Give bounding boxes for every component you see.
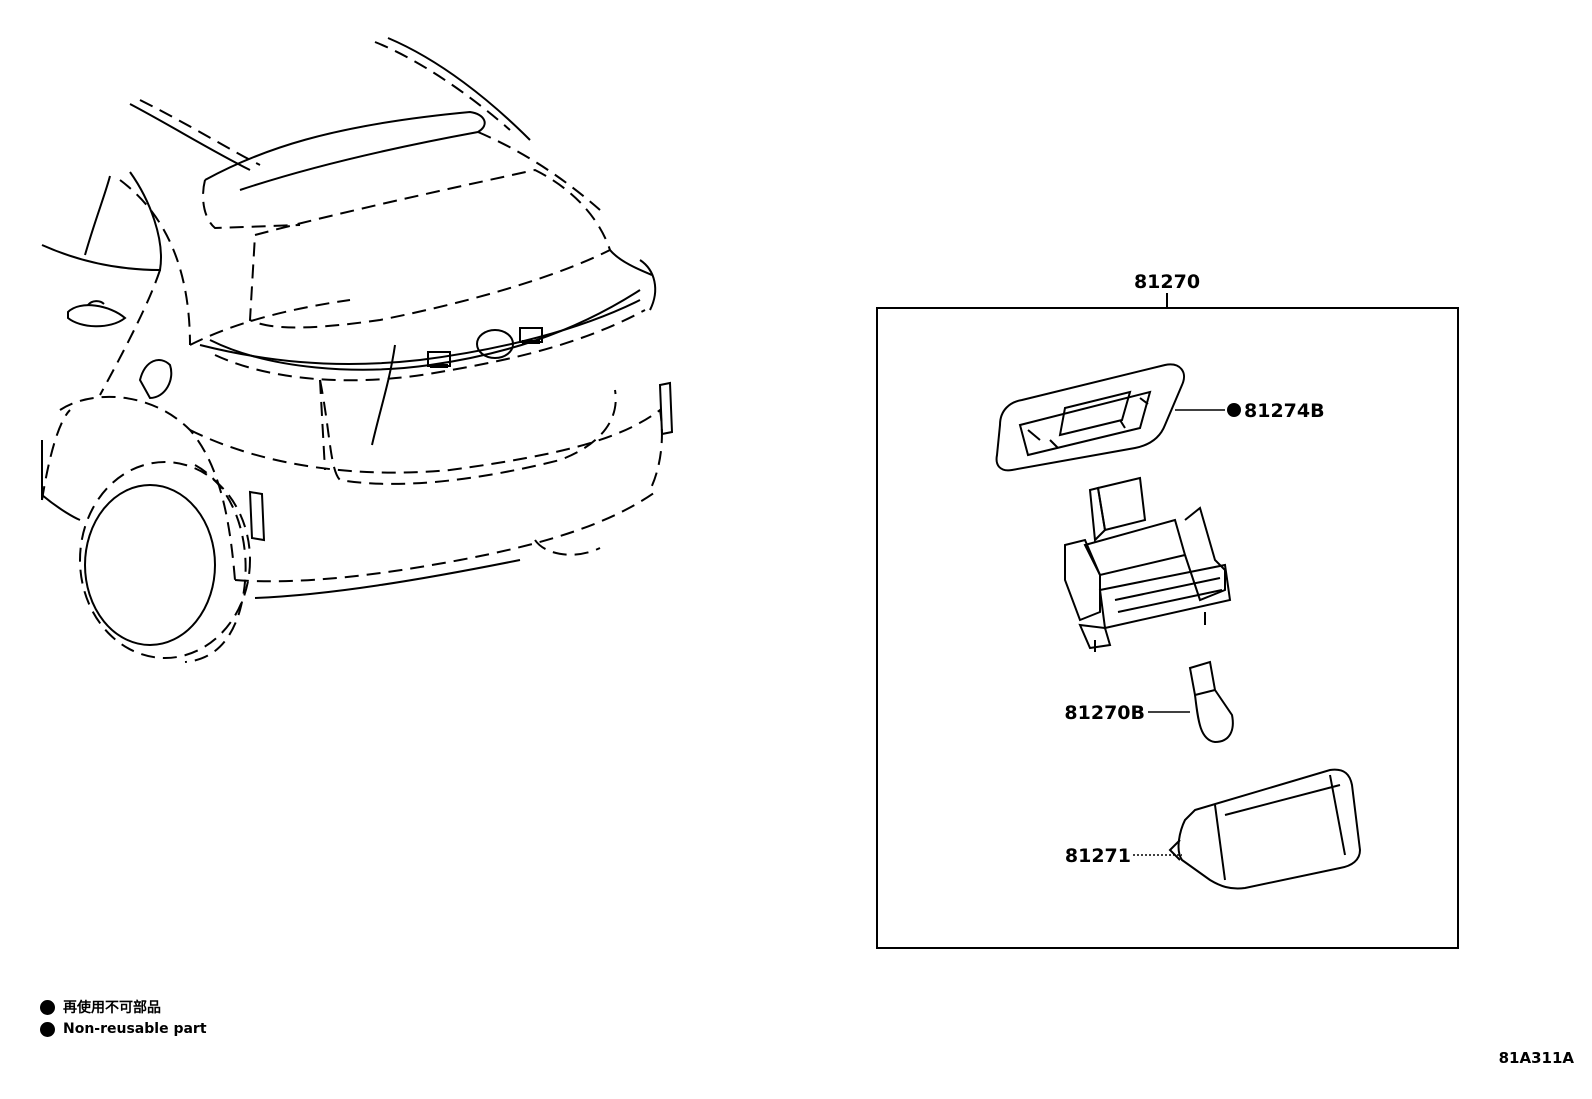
lamp-housing-part [1064,476,1232,652]
assembly-part-number: 81270 [1134,271,1200,293]
legend-bullet-icon [40,1021,55,1037]
vehicle-rear-illustration [41,37,674,663]
lens-part-number: 81271 [1065,845,1131,867]
legend-bullet-icon [40,999,55,1015]
gasket-part [995,363,1185,472]
legend-row-en: Non-reusable part [40,1021,207,1037]
lens-part [1168,768,1362,890]
legend-text-en: Non-reusable part [63,1021,207,1037]
legend-text-ja: 再使用不可部品 [63,1000,161,1016]
bulb-part-number: 81270B [1064,702,1145,724]
bulb-part [1188,660,1234,744]
assembly-frame [876,293,1459,949]
non-reusable-marker [1227,403,1241,417]
legend-row-ja: 再使用不可部品 [40,997,161,1017]
illustration-code: 81A311A [1498,1049,1574,1067]
gasket-part-number: 81274B [1244,400,1325,422]
